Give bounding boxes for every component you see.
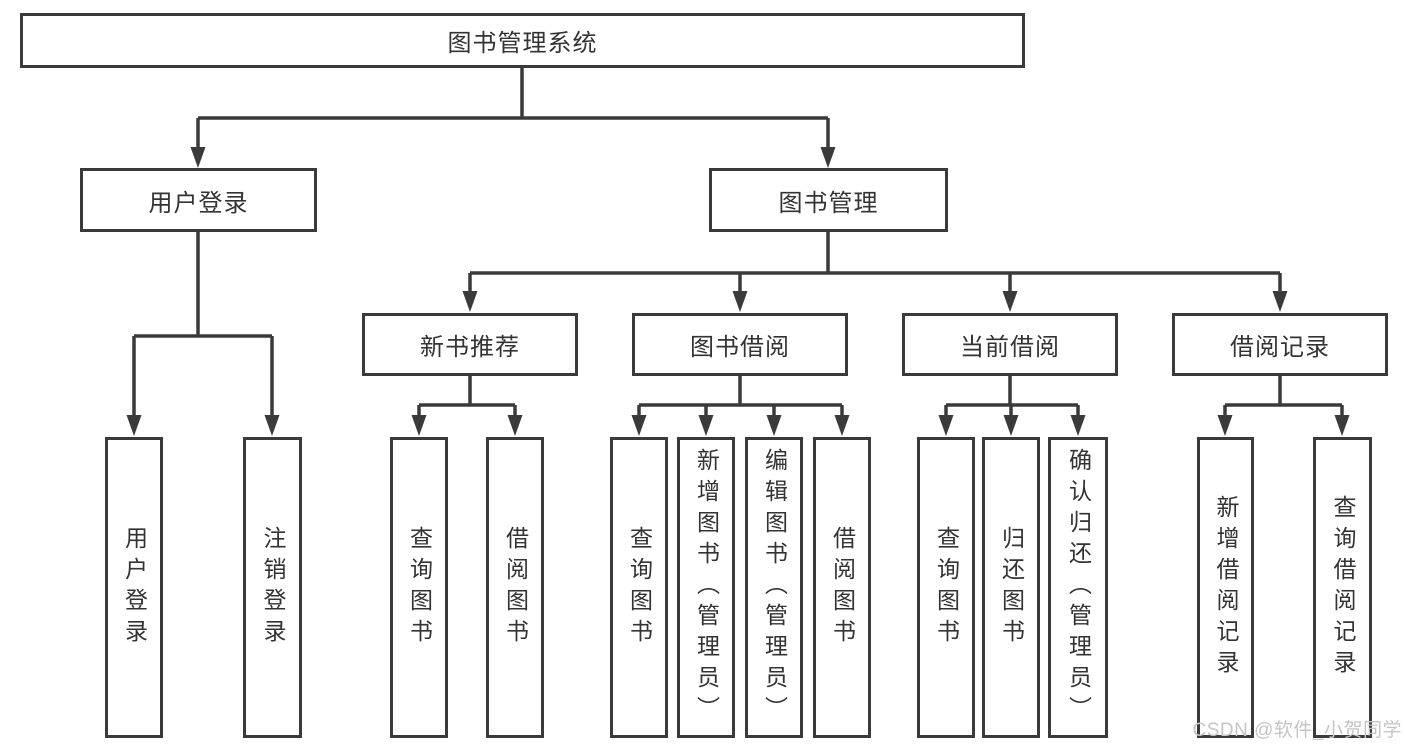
node-book-borrowing: 图书借阅 (632, 313, 848, 376)
arrowhead-icon (1272, 291, 1288, 312)
leaf-borrow-books-borrowing: 借阅图书 (813, 437, 871, 738)
arrowhead-icon (1003, 415, 1019, 436)
leaf-return-book: 归还图书 (982, 437, 1040, 738)
arrowhead-icon (766, 415, 782, 436)
leaf-query-books-current: 查询图书 (917, 437, 975, 738)
arrowhead-icon (820, 147, 836, 168)
arrowhead-icon (1070, 415, 1086, 436)
arrowhead-icon (631, 415, 647, 436)
arrowhead-icon (462, 291, 478, 312)
node-user-login: 用户登录 (80, 168, 317, 232)
leaf-confirm-return-admin: 确认归还（管理员） (1048, 437, 1108, 738)
arrowhead-icon (264, 415, 280, 436)
leaf-edit-book-admin: 编辑图书（管理员） (745, 437, 803, 738)
arrowhead-icon (834, 415, 850, 436)
arrowhead-icon (1334, 415, 1350, 436)
arrowhead-icon (698, 415, 714, 436)
node-borrowing-records: 借阅记录 (1172, 313, 1388, 376)
node-current-borrowing: 当前借阅 (902, 313, 1118, 376)
leaf-query-borrow-record: 查询借阅记录 (1313, 437, 1372, 738)
arrowhead-icon (507, 415, 523, 436)
arrowhead-icon (126, 415, 142, 436)
tree-trunk-lines (134, 68, 1342, 407)
arrowhead-icon (1217, 415, 1233, 436)
leaf-logout-login: 注销登录 (243, 437, 302, 738)
leaf-user-login: 用户登录 (105, 437, 163, 738)
leaf-borrow-books-recommend: 借阅图书 (486, 437, 544, 738)
node-library-system: 图书管理系统 (20, 13, 1025, 68)
arrowhead-icon (732, 291, 748, 312)
leaf-query-books-borrowing: 查询图书 (610, 437, 668, 738)
leaf-add-borrow-record: 新增借阅记录 (1197, 437, 1254, 738)
node-new-book-recommend: 新书推荐 (362, 313, 578, 376)
arrowhead-icon (411, 415, 427, 436)
csdn-watermark: CSDN @软件_小贺同学 (1192, 720, 1402, 741)
arrowhead-icon (190, 147, 206, 168)
arrowhead-icon (1002, 291, 1018, 312)
node-book-management: 图书管理 (709, 168, 948, 232)
leaf-query-books-recommend: 查询图书 (390, 437, 448, 738)
leaf-add-book-admin: 新增图书（管理员） (677, 437, 735, 738)
arrowhead-icon (938, 415, 954, 436)
